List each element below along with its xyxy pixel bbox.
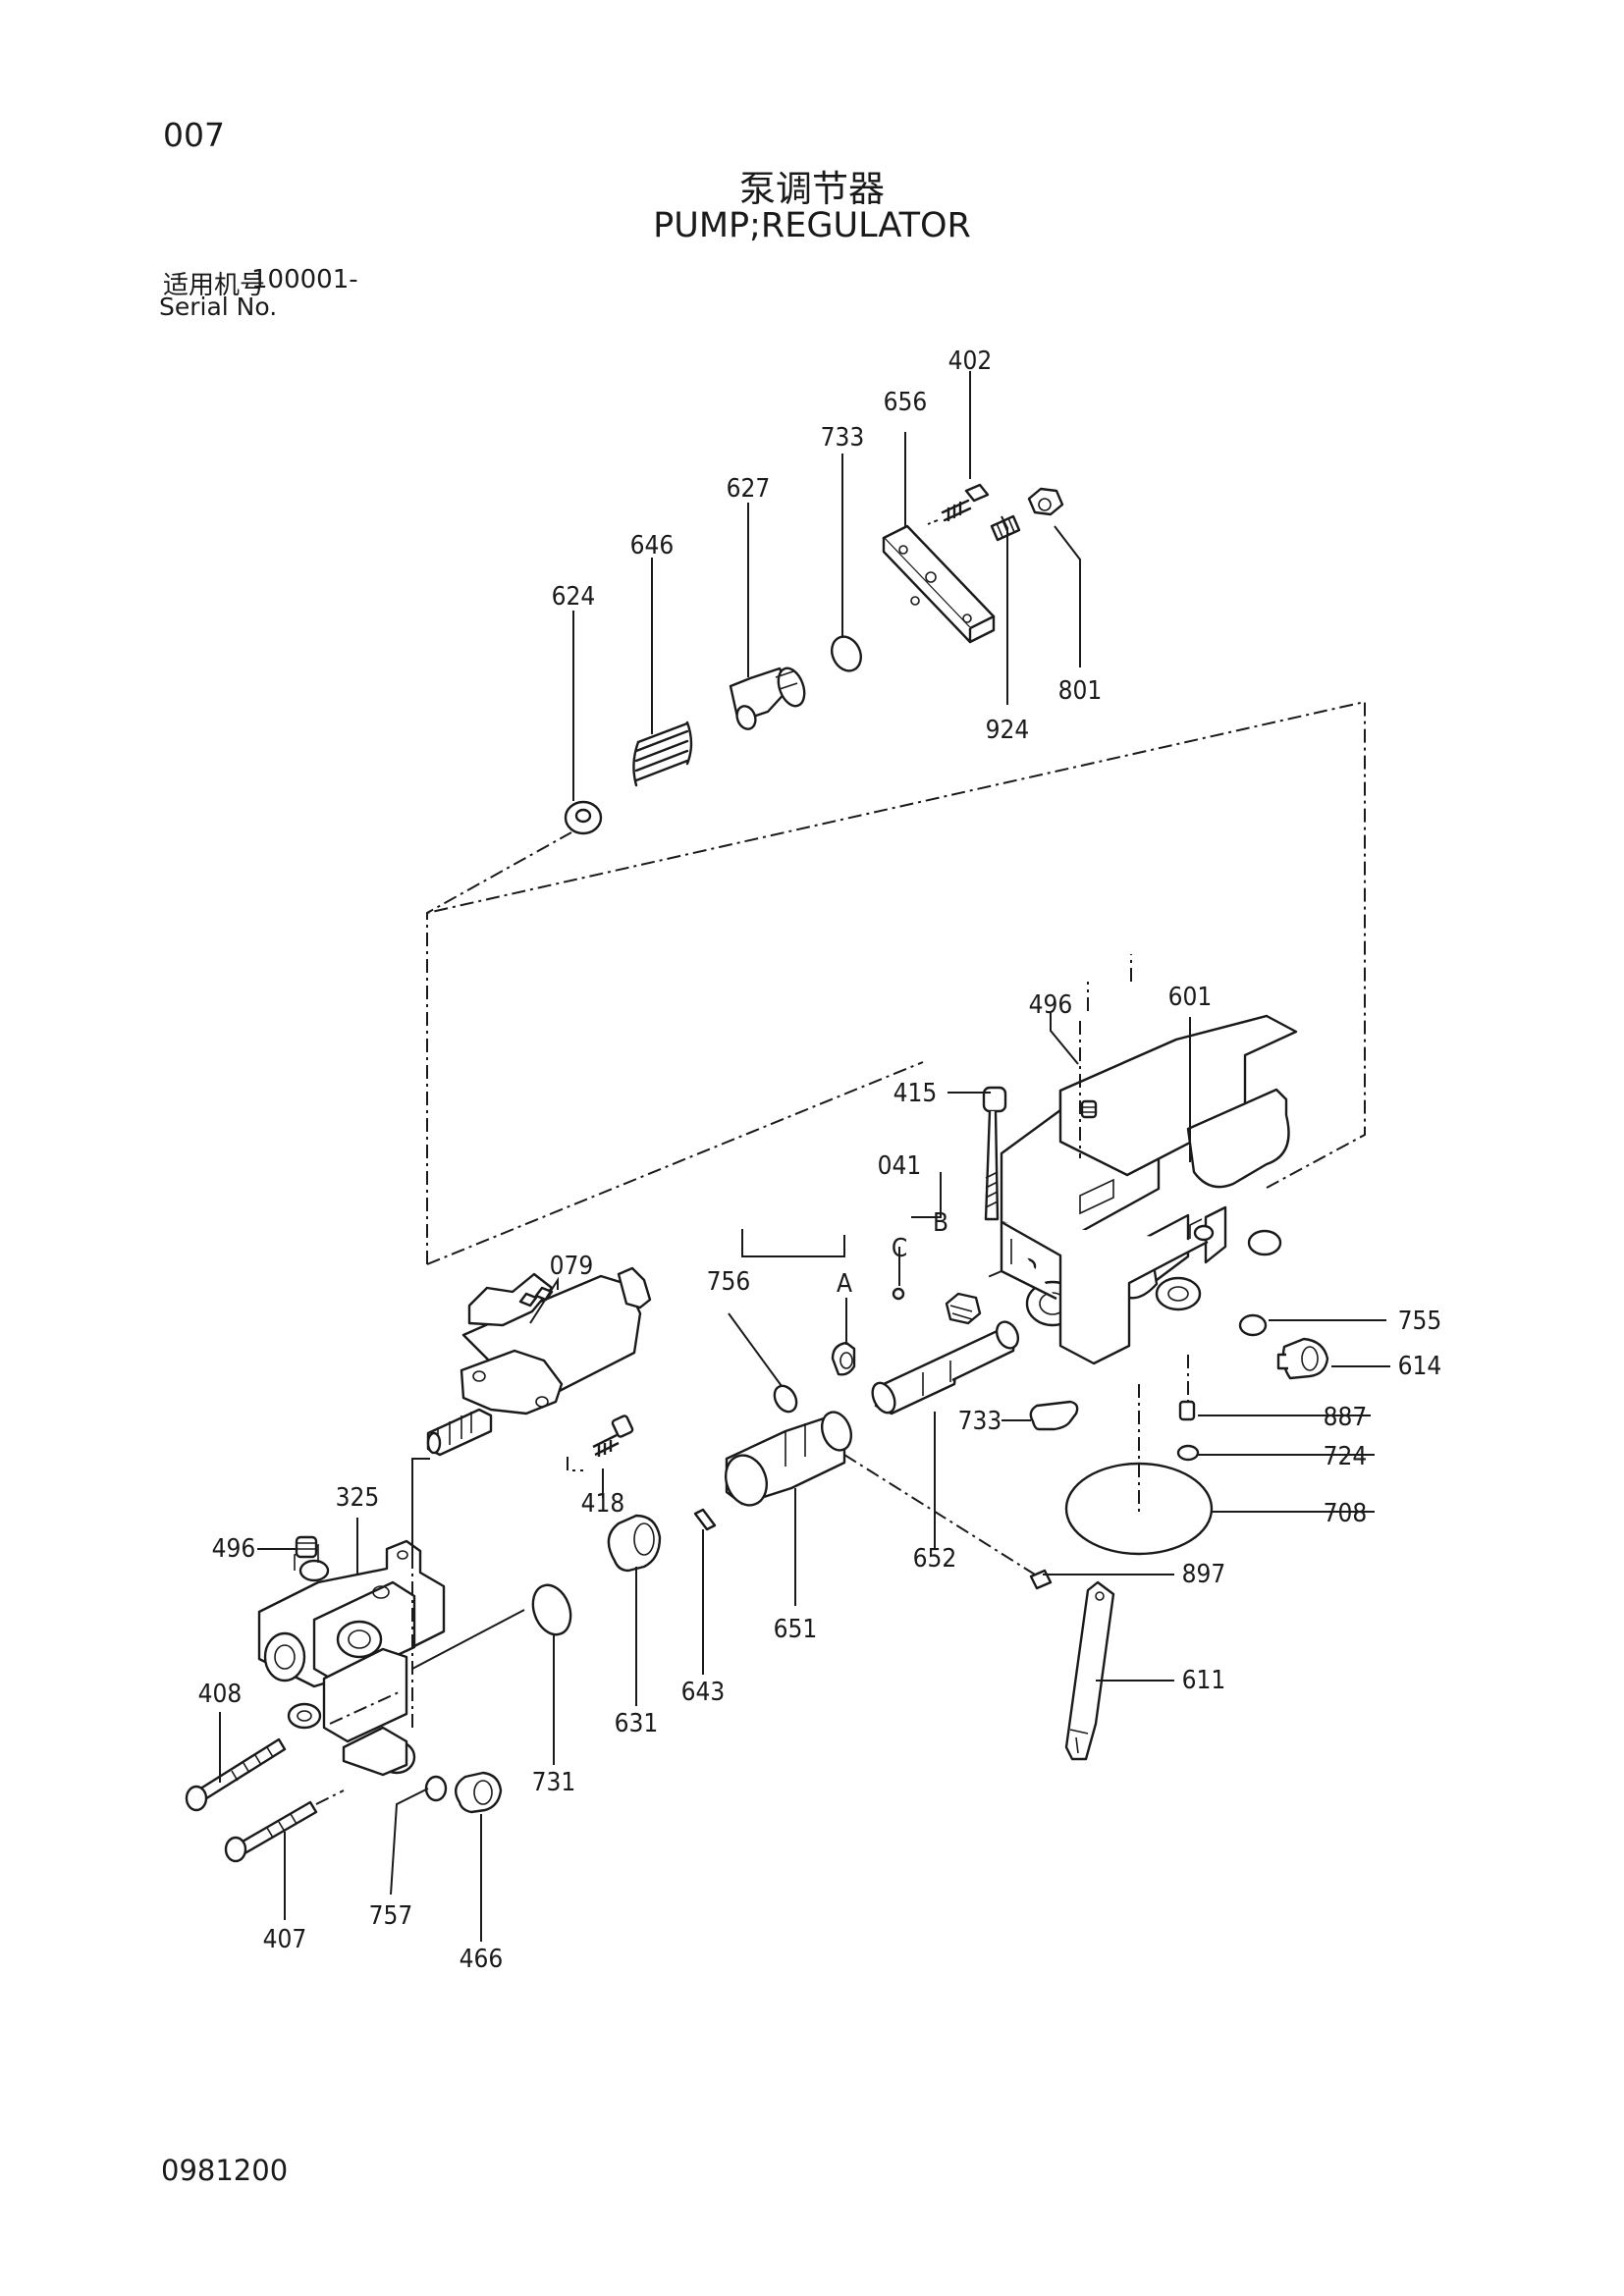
callout-408: 408 (198, 1680, 243, 1709)
part-624-washer (564, 800, 603, 835)
callout-643: 643 (681, 1678, 726, 1707)
part-656-cover (882, 524, 996, 644)
callout-646: 646 (630, 531, 675, 561)
part-407-bolt (224, 1800, 318, 1863)
part-755-o-ring (1238, 1313, 1268, 1337)
part-733-o-ring (831, 635, 862, 672)
part-724-o-ring (1176, 1444, 1200, 1462)
callout-733-top: 733 (821, 423, 865, 453)
part-651-sleeve (725, 1411, 1053, 1590)
part-614-plug (1276, 1337, 1329, 1380)
page-title-english: PUMP;REGULATOR (653, 206, 971, 245)
serial-label-chinese: 适用机号 (163, 271, 266, 300)
callout-b: B (933, 1208, 948, 1238)
part-887-pin (1178, 1400, 1196, 1421)
callout-627: 627 (727, 474, 771, 504)
part-733-square-ring (1029, 1400, 1079, 1431)
page-number: 007 (163, 116, 225, 154)
callout-466: 466 (460, 1945, 504, 1974)
callout-407: 407 (263, 1925, 307, 1954)
callout-601: 601 (1168, 983, 1213, 1012)
part-627-spring-seat (729, 667, 806, 730)
callout-labels: 402 656 733 627 646 624 801 924 496 601 … (198, 347, 1442, 1974)
callout-496-bottom: 496 (212, 1534, 256, 1564)
callout-656: 656 (884, 388, 928, 417)
callout-415: 415 (893, 1079, 938, 1108)
part-757-o-ring (424, 1775, 448, 1802)
part-652-spool (871, 1320, 1020, 1415)
callout-756: 756 (707, 1267, 751, 1297)
callout-418: 418 (581, 1489, 625, 1519)
serial-label-english: Serial No. (159, 293, 278, 321)
part-079-solenoid-valve (426, 1266, 652, 1457)
serial-range: 100001- (251, 265, 358, 294)
part-325-valve-body (257, 1539, 446, 1777)
callout-724: 724 (1324, 1442, 1368, 1471)
part-756-o-ring (773, 1384, 798, 1414)
callout-041: 041 (878, 1151, 922, 1181)
callout-614: 614 (1398, 1352, 1442, 1381)
leader-lines (219, 371, 1390, 1942)
callout-708: 708 (1324, 1499, 1368, 1528)
part-643-pin (693, 1508, 717, 1531)
part-408-bolt (185, 1737, 287, 1812)
callout-624: 624 (552, 582, 596, 612)
callout-611: 611 (1182, 1666, 1226, 1695)
callout-325: 325 (336, 1483, 380, 1513)
part-466-plug (454, 1771, 503, 1814)
part-601-casing (1000, 1014, 1298, 1365)
part-646-spring (632, 721, 693, 787)
callout-652: 652 (913, 1544, 957, 1574)
callout-496-top: 496 (1029, 990, 1073, 1020)
part-801-nut (1027, 487, 1064, 516)
document-code: 0981200 (161, 2154, 289, 2187)
part-708-o-ring (1064, 1462, 1214, 1556)
callout-079: 079 (550, 1252, 594, 1281)
part-631-sleeve-plug (607, 1514, 662, 1573)
page-title-chinese: 泵调节器 (739, 168, 885, 210)
callout-c: C (892, 1234, 907, 1263)
callout-887: 887 (1324, 1403, 1368, 1432)
part-418-screw (592, 1415, 634, 1457)
part-402-screw (927, 483, 990, 525)
callout-924: 924 (986, 716, 1030, 745)
callout-651: 651 (774, 1615, 818, 1644)
part-496-plug-top (1080, 1099, 1098, 1119)
callout-731: 731 (532, 1768, 576, 1797)
alignment-frame (426, 700, 1366, 1265)
part-041-check-valves (831, 1287, 982, 1376)
part-924-set-screw (990, 514, 1021, 542)
callout-a: A (837, 1269, 852, 1299)
callout-801: 801 (1058, 676, 1103, 706)
callout-402: 402 (948, 347, 993, 376)
callout-631: 631 (615, 1709, 659, 1738)
callout-733-lower: 733 (958, 1407, 1002, 1436)
callout-757: 757 (369, 1901, 413, 1931)
callout-897: 897 (1182, 1560, 1226, 1589)
part-611-lever (1064, 1580, 1115, 1761)
part-731-o-ring (531, 1583, 572, 1636)
part-496-plug-bottom (295, 1535, 318, 1559)
callout-755: 755 (1398, 1307, 1442, 1336)
